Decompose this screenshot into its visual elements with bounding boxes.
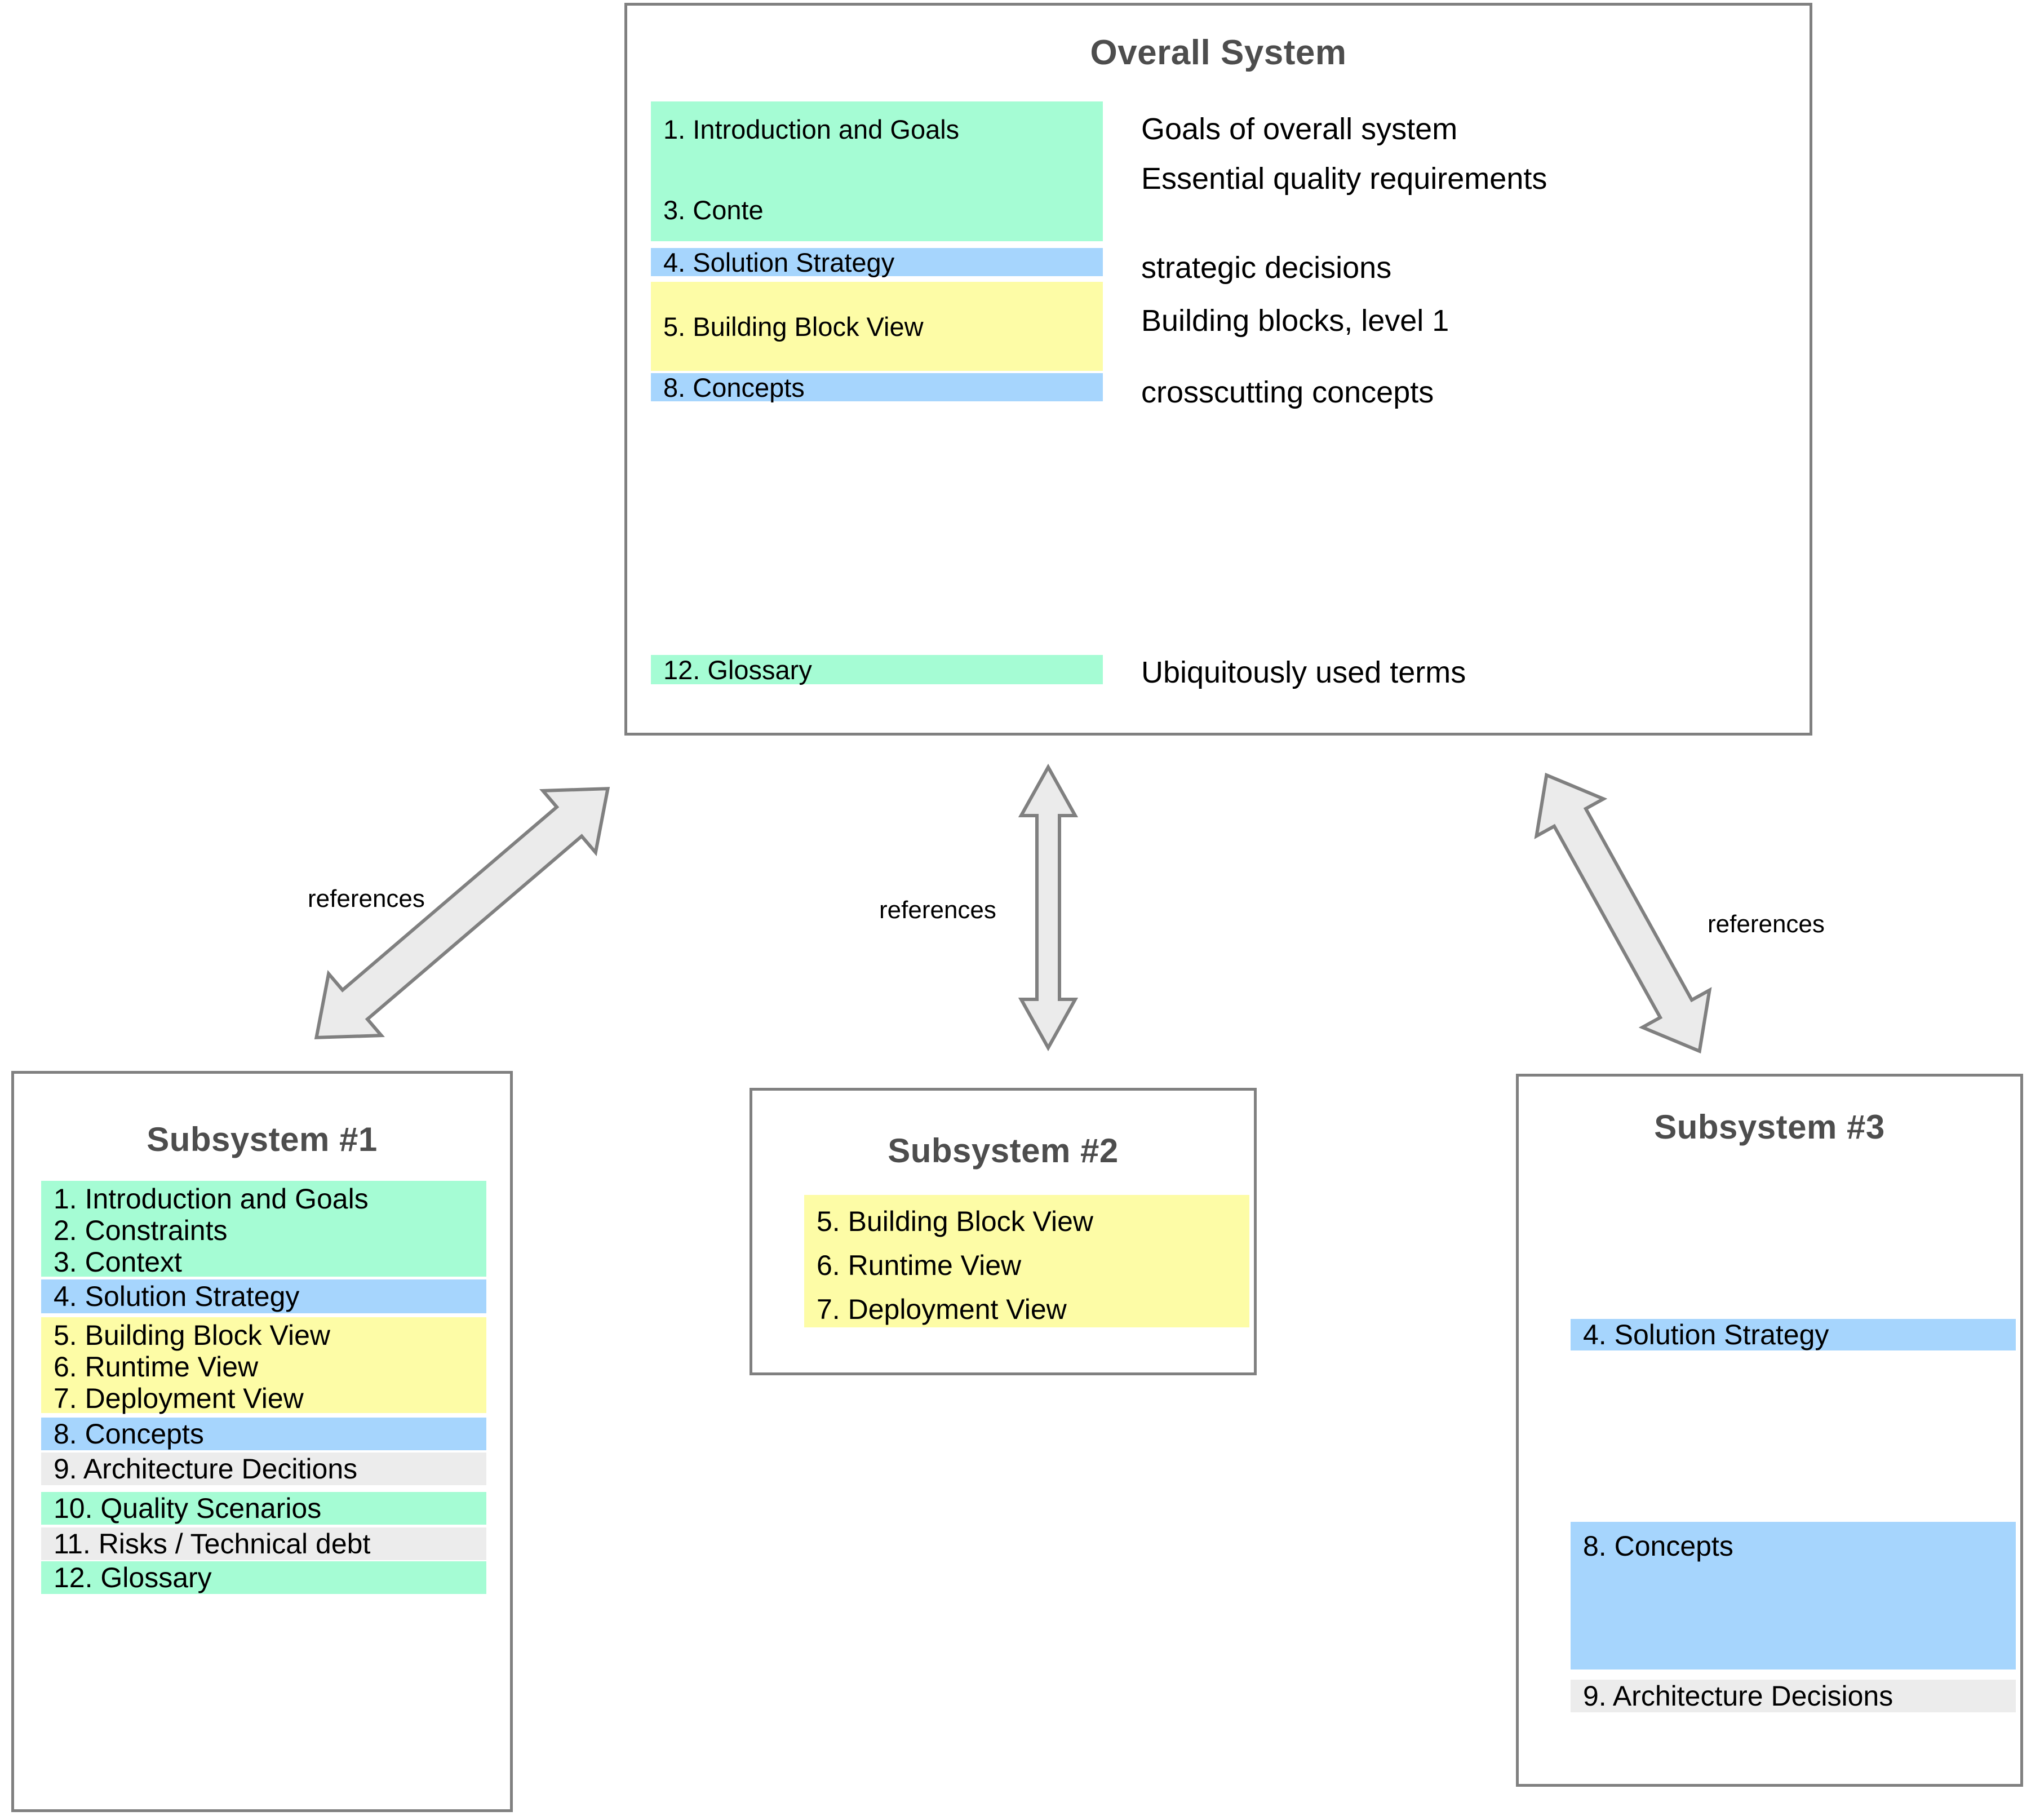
subsystem-1-intro-line-1: 1. Introduction and Goals xyxy=(54,1183,369,1215)
connector-left[interactable] xyxy=(237,727,688,1099)
subsystem-1-section-quality-scenarios[interactable]: 10. Quality Scenarios xyxy=(41,1492,486,1525)
subsystem-3-concepts-label: 8. Concepts xyxy=(1583,1530,1733,1562)
subsystem-1-architecture-decisions-label: 9. Architecture Decitions xyxy=(54,1453,358,1485)
overall-section-solution-strategy[interactable]: 4. Solution Strategy xyxy=(651,247,1103,277)
overall-section-solution-strategy-label: 4. Solution Strategy xyxy=(663,247,895,277)
connector-middle-label: references xyxy=(879,896,996,924)
subsystem-1-intro-line-2: 2. Constraints xyxy=(54,1215,228,1246)
subsystem-1-intro-line-3: 3. Context xyxy=(54,1246,182,1278)
subsystem-3-section-architecture-decisions[interactable]: 9. Architecture Decisions xyxy=(1571,1680,2016,1712)
subsystem-1-views-line-1: 5. Building Block View xyxy=(54,1319,331,1351)
connector-left-label: references xyxy=(308,885,425,913)
overall-note-building-blocks: Building blocks, level 1 xyxy=(1141,304,1449,338)
overall-section-building-block-view-label: 5. Building Block View xyxy=(663,311,924,342)
overall-section-glossary[interactable]: 12. Glossary xyxy=(651,654,1103,685)
subsystem-1-concepts-label: 8. Concepts xyxy=(54,1418,204,1450)
overall-system-box[interactable]: Overall System 1. Introduction and Goals… xyxy=(624,3,1812,736)
subsystem-3-solution-strategy-label: 4. Solution Strategy xyxy=(1583,1319,1829,1350)
subsystem-1-risks-label: 11. Risks / Technical debt xyxy=(54,1528,371,1560)
overall-note-strategic-decisions: strategic decisions xyxy=(1141,251,1392,285)
subsystem-1-section-glossary[interactable]: 12. Glossary xyxy=(41,1561,486,1594)
subsystem-3-section-solution-strategy[interactable]: 4. Solution Strategy xyxy=(1571,1319,2016,1350)
subsystem-3-section-concepts[interactable]: 8. Concepts xyxy=(1571,1522,2016,1670)
overall-section-building-block-view[interactable]: 5. Building Block View xyxy=(651,282,1103,371)
subsystem-1-section-concepts[interactable]: 8. Concepts xyxy=(41,1418,486,1450)
overall-note-ubiquitous-terms: Ubiquitously used terms xyxy=(1141,656,1466,689)
connector-middle[interactable] xyxy=(1014,763,1082,1052)
subsystem-1-section-architecture-decisions[interactable]: 9. Architecture Decitions xyxy=(41,1453,486,1485)
subsystem-1-quality-scenarios-label: 10. Quality Scenarios xyxy=(54,1493,322,1524)
subsystem-1-views-line-3: 7. Deployment View xyxy=(54,1383,304,1414)
subsystem-2-section-views[interactable]: 5. Building Block View 6. Runtime View 7… xyxy=(804,1195,1249,1327)
overall-section-concepts[interactable]: 8. Concepts xyxy=(651,372,1103,402)
subsystem-3-box[interactable]: Subsystem #3 4. Solution Strategy 8. Con… xyxy=(1516,1074,2023,1787)
connector-right[interactable] xyxy=(1398,727,1848,1099)
overall-system-title: Overall System xyxy=(1090,33,1347,72)
subsystem-1-views-line-2: 6. Runtime View xyxy=(54,1351,259,1383)
overall-note-quality-requirements: Essential quality requirements xyxy=(1141,162,1547,196)
overall-section-glossary-label: 12. Glossary xyxy=(663,654,812,685)
overall-note-crosscutting-concepts: crosscutting concepts xyxy=(1141,375,1434,409)
subsystem-1-box[interactable]: Subsystem #1 1. Introduction and Goals 2… xyxy=(11,1071,513,1812)
subsystem-2-title: Subsystem #2 xyxy=(888,1132,1119,1170)
subsystem-1-section-solution-strategy[interactable]: 4. Solution Strategy xyxy=(41,1279,486,1313)
subsystem-2-views-line-3: 7. Deployment View xyxy=(817,1294,1067,1325)
overall-note-goals: Goals of overall system xyxy=(1141,112,1458,146)
connector-right-label: references xyxy=(1708,910,1825,938)
subsystem-1-section-intro[interactable]: 1. Introduction and Goals 2. Constraints… xyxy=(41,1181,486,1278)
overall-section-concepts-label: 8. Concepts xyxy=(663,372,805,402)
subsystem-1-glossary-label: 12. Glossary xyxy=(54,1562,212,1593)
subsystem-1-section-risks[interactable]: 11. Risks / Technical debt xyxy=(41,1527,486,1560)
subsystem-3-architecture-decisions-label: 9. Architecture Decisions xyxy=(1583,1680,1893,1712)
subsystem-2-views-line-1: 5. Building Block View xyxy=(817,1206,1094,1237)
subsystem-2-box[interactable]: Subsystem #2 5. Building Block View 6. R… xyxy=(750,1088,1257,1375)
subsystem-3-title: Subsystem #3 xyxy=(1654,1108,1885,1146)
subsystem-1-section-views[interactable]: 5. Building Block View 6. Runtime View 7… xyxy=(41,1317,486,1414)
subsystem-2-views-line-2: 6. Runtime View xyxy=(817,1250,1022,1281)
subsystem-1-title: Subsystem #1 xyxy=(147,1121,378,1158)
overall-section-intro[interactable]: 1. Introduction and Goals 3. Conte xyxy=(651,101,1103,241)
subsystem-1-solution-strategy-label: 4. Solution Strategy xyxy=(54,1281,300,1312)
overall-section-intro-line-2: 3. Conte xyxy=(663,195,764,225)
overall-section-intro-line-1: 1. Introduction and Goals xyxy=(663,114,960,144)
